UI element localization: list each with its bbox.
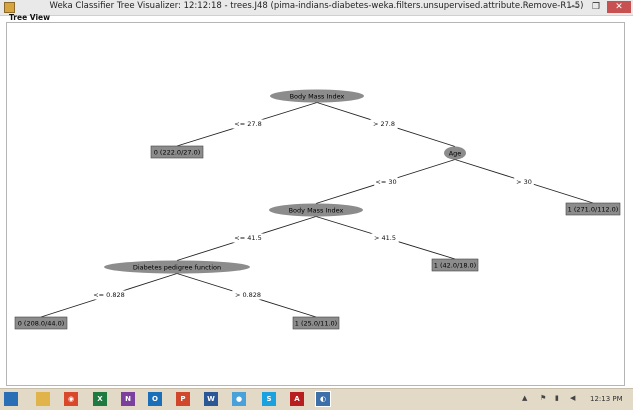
outlook-icon[interactable]: O — [148, 392, 162, 406]
action-center-icon[interactable]: ⚑ — [540, 394, 547, 402]
leaf-node[interactable] — [292, 316, 340, 330]
tray-arrow-icon[interactable]: ▲ — [522, 394, 528, 402]
leaf-node[interactable] — [431, 258, 479, 272]
tree-canvas[interactable]: <= 27.8 > 27.8 <= 30 > 30 <= 41.5 > 41.5 <= 0.… — [6, 22, 625, 386]
weka-java-icon — [4, 2, 15, 13]
edge-label: <= 41.5 — [234, 234, 261, 242]
paint-icon[interactable]: ● — [232, 392, 246, 406]
leaf-node[interactable] — [14, 316, 68, 330]
edge-label: <= 30 — [375, 178, 396, 186]
title-bar[interactable]: Weka Classifier Tree Visualizer: 12:12:1… — [0, 0, 633, 16]
leaf-node[interactable] — [150, 145, 204, 159]
maximize-button[interactable]: ❐ — [591, 2, 601, 12]
leaf-node[interactable] — [565, 202, 621, 216]
edge-label: <= 27.8 — [234, 120, 261, 128]
tree-view-label: Tree View — [9, 13, 51, 22]
decision-node-label: Body Mass Index — [289, 207, 344, 215]
powerpoint-icon[interactable]: P — [176, 392, 190, 406]
edge-label-background — [232, 119, 264, 129]
file-explorer-icon[interactable] — [36, 392, 50, 406]
leaf-node-label: 0 (222.0/27.0) — [154, 149, 201, 157]
decision-node-label: Body Mass Index — [290, 93, 345, 101]
edge-label: > 30 — [516, 178, 532, 186]
onenote-icon[interactable]: N — [121, 392, 135, 406]
tree-diagram: <= 27.8 > 27.8 <= 30 > 30 <= 41.5 > 41.5 <= 0.… — [14, 89, 621, 330]
volume-icon[interactable]: ◀ — [570, 394, 576, 402]
edge-label-background — [232, 233, 264, 243]
decision-node-label: Age — [449, 150, 462, 158]
weka-app-icon[interactable]: ◐ — [315, 391, 331, 407]
decision-node[interactable] — [444, 146, 466, 160]
leaf-node-label: 1 (42.0/18.0) — [434, 262, 476, 270]
chrome-icon[interactable]: ◉ — [64, 392, 78, 406]
window-title: Weka Classifier Tree Visualizer: 12:12:1… — [49, 1, 584, 11]
edge-label: > 0.828 — [235, 291, 261, 299]
close-button[interactable]: ✕ — [607, 1, 631, 13]
decision-node-label: Diabetes pedigree function — [133, 264, 221, 272]
decision-node[interactable] — [269, 203, 363, 217]
edge-label-background — [232, 290, 264, 300]
edge-label-background — [371, 233, 399, 243]
edge-label: > 41.5 — [374, 234, 396, 242]
leaf-node-label: 0 (208.0/44.0) — [18, 320, 65, 328]
network-icon[interactable]: ▮ — [555, 394, 559, 402]
word-icon[interactable]: W — [204, 392, 218, 406]
edge-label-background — [91, 290, 127, 300]
edge-label: > 27.8 — [373, 120, 395, 128]
decision-node[interactable] — [270, 89, 364, 103]
excel-icon[interactable]: X — [93, 392, 107, 406]
decision-node[interactable] — [104, 260, 250, 274]
edge-label-background — [370, 119, 398, 129]
clock[interactable]: 12:13 PM — [590, 395, 623, 403]
skype-icon[interactable]: S — [262, 392, 276, 406]
minimize-button[interactable]: — — [569, 2, 579, 12]
edge-label: <= 0.828 — [93, 291, 125, 299]
leaf-node-label: 1 (25.0/11.0) — [295, 320, 337, 328]
acrobat-icon[interactable]: A — [290, 392, 304, 406]
edge-label-background — [514, 177, 534, 187]
edge-label-background — [374, 177, 398, 187]
leaf-node-label: 1 (271.0/112.0) — [568, 206, 619, 214]
windows-start-icon[interactable] — [4, 392, 18, 406]
